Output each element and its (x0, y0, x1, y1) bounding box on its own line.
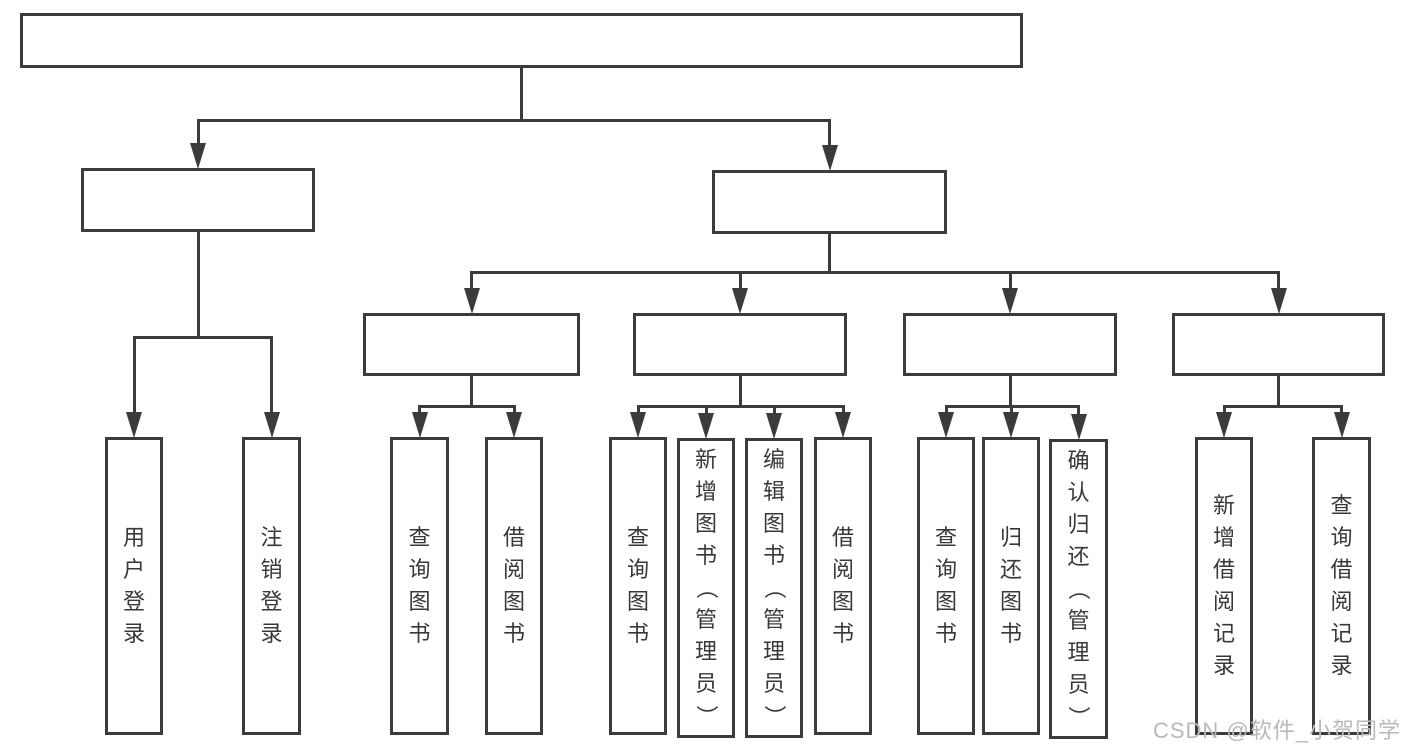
node-bor (633, 313, 847, 376)
connector-drop-login (196, 231, 200, 339)
connector-drop-root (520, 67, 523, 122)
arrow-down-icon-mgmt (821, 145, 838, 171)
connector-stub-bor-edit (772, 405, 776, 414)
node-his-query: 查询借阅记录 (1312, 437, 1371, 735)
connector-stub-login-logout (270, 336, 273, 413)
node-rec-query: 查询图书 (390, 437, 449, 735)
connector-bus-mgmt (470, 271, 1280, 274)
connector-drop-rec (470, 375, 473, 408)
connector-stub-bor-borrow (841, 405, 845, 413)
node-login (81, 168, 315, 232)
node-cur-query: 查询图书 (917, 437, 975, 735)
connector-stub-login (196, 119, 200, 144)
connector-stub-cur (1008, 271, 1012, 289)
node-cur (903, 313, 1117, 376)
connector-stub-mgmt (828, 119, 831, 146)
arrow-down-icon-bor (732, 288, 748, 314)
node-login-user: 用户登录 (105, 437, 163, 735)
connector-drop-mgmt (828, 233, 831, 274)
connector-stub-rec (470, 271, 473, 289)
node-rec-borrow: 借阅图书 (485, 437, 543, 735)
arrow-down-icon-rec-query (411, 412, 428, 438)
node-label-rec-borrow: 借阅图书 (502, 525, 525, 646)
connector-stub-bor (738, 271, 742, 289)
connector-stub-rec-query (418, 405, 421, 413)
node-bor-query: 查询图书 (609, 437, 667, 735)
node-his (1172, 313, 1385, 376)
node-root (20, 13, 1023, 68)
node-login-logout: 注销登录 (242, 437, 301, 735)
arrow-down-icon-login-logout (263, 412, 280, 438)
node-mgmt (712, 170, 947, 234)
arrow-down-icon-rec-borrow (506, 412, 522, 438)
connector-bus-rec (418, 405, 516, 408)
node-cur-confirm: 确认归还（管理员） (1049, 439, 1108, 739)
connector-stub-cur-query (944, 405, 948, 413)
node-rec (363, 313, 580, 376)
arrow-down-icon-bor-query (630, 412, 646, 438)
node-label-his-query: 查询借阅记录 (1330, 493, 1353, 678)
connector-bus-his (1222, 405, 1343, 408)
connector-stub-bor-add (704, 405, 708, 414)
node-bor-edit: 编辑图书（管理员） (745, 438, 803, 738)
connector-stub-his-add (1222, 405, 1226, 413)
node-label-bor-query: 查询图书 (626, 525, 649, 646)
arrow-down-icon-his-query (1333, 412, 1350, 438)
arrow-down-icon-cur-return (1003, 412, 1019, 438)
node-label-login-logout: 注销登录 (260, 525, 283, 646)
arrow-down-icon-login (190, 143, 206, 169)
connector-bus-login (132, 336, 273, 339)
node-label-bor-add: 新增图书（管理员） (693, 447, 719, 728)
arrow-down-icon-his (1270, 288, 1287, 314)
node-his-add: 新增借阅记录 (1195, 437, 1253, 735)
arrow-down-icon-cur (1002, 288, 1018, 314)
node-label-cur-query: 查询图书 (934, 525, 957, 646)
node-label-bor-edit: 编辑图书（管理员） (761, 447, 787, 728)
arrow-down-icon-bor-edit (766, 413, 782, 439)
node-cur-return: 归还图书 (982, 437, 1040, 735)
arrow-down-icon-rec (463, 288, 480, 314)
node-label-cur-return: 归还图书 (999, 525, 1022, 646)
connector-stub-his (1277, 271, 1280, 289)
connector-stub-login-user (132, 336, 136, 413)
node-label-bor-borrow: 借阅图书 (831, 525, 854, 646)
node-label-login-user: 用户登录 (122, 525, 145, 646)
connector-bus-bor (636, 405, 845, 408)
connector-stub-his-query (1340, 405, 1343, 413)
arrow-down-icon-his-add (1216, 412, 1232, 438)
arrow-down-icon-cur-confirm (1070, 414, 1087, 440)
connector-drop-bor (738, 375, 742, 408)
arrow-down-icon-bor-borrow (835, 412, 851, 438)
node-label-rec-query: 查询图书 (408, 525, 431, 646)
node-label-his-add: 新增借阅记录 (1212, 493, 1235, 678)
connector-stub-bor-query (636, 405, 640, 413)
connector-stub-cur-confirm (1077, 405, 1080, 415)
watermark: CSDN @软件_小贺同学 (1152, 718, 1401, 743)
connector-drop-his (1277, 375, 1280, 408)
connector-stub-rec-borrow (512, 405, 516, 413)
arrow-down-icon-login-user (126, 412, 142, 438)
arrow-down-icon-bor-add (698, 413, 714, 439)
connector-drop-cur (1008, 375, 1012, 408)
arrow-down-icon-cur-query (938, 412, 954, 438)
connector-bus-root (196, 119, 831, 122)
connector-stub-cur-return (1009, 405, 1013, 413)
node-label-cur-confirm: 确认归还（管理员） (1066, 448, 1092, 729)
node-bor-add: 新增图书（管理员） (677, 438, 735, 738)
node-bor-borrow: 借阅图书 (814, 437, 872, 735)
